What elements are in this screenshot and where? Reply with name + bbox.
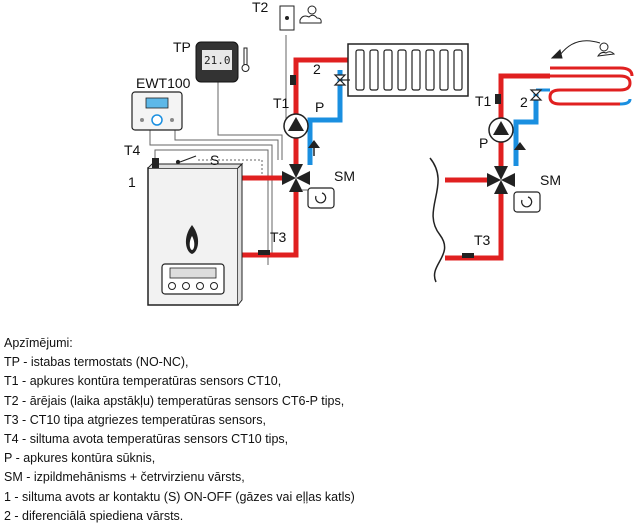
thermostat-display-text: 21.0 [204, 54, 231, 67]
sun-arrow-icon [550, 40, 616, 59]
label-t2: T2 [252, 0, 269, 15]
t1-sensor-right [495, 94, 501, 104]
mixing-valve-left [282, 164, 310, 192]
label-sm-left: SM [334, 168, 355, 184]
boiler [147, 162, 244, 306]
t1-sensor-left [290, 75, 296, 85]
legend-item: T2 - ārējais (laika apstākļu) temperatūr… [4, 393, 345, 408]
label-t1-right: T1 [475, 93, 492, 109]
label-t3-right: T3 [474, 232, 491, 248]
heat-source-boundary-curve [429, 157, 446, 283]
diff-pressure-valve-right [529, 89, 543, 101]
label-t1-left: T1 [273, 95, 290, 111]
pump-right [488, 117, 514, 143]
legend-item: P - apkures kontūra sūknis, [4, 451, 156, 466]
diff-pressure-valve-left [333, 74, 350, 86]
t3-sensor-left [258, 250, 270, 255]
actuator-left [307, 187, 335, 209]
legend-item: T4 - siltuma avota temperatūras sensors … [4, 432, 289, 447]
ewt100-controller [131, 91, 183, 131]
label-v2-right: 2 [520, 94, 528, 110]
radiator [347, 43, 469, 97]
outdoor-sensor-t2 [279, 5, 295, 31]
heating-system-diagram: 21.0 [124, 0, 634, 306]
t4-sensor [152, 158, 159, 168]
right-boiler-return-pipe [445, 194, 504, 261]
legend: Apzīmējumi: TP - istabas termostats (NO-… [4, 334, 636, 526]
legend-item: TP - istabas termostats (NO-NC), [4, 355, 189, 370]
mixing-valve-right [487, 166, 515, 194]
floor-heating-loops [536, 66, 634, 106]
legend-item: 2 - diferenciālā spiediena vārsts. [4, 508, 184, 523]
actuator-right [513, 191, 541, 213]
label-ewt100: EWT100 [136, 75, 191, 91]
label-v2-left: 2 [313, 61, 321, 77]
legend-item: 1 - siltuma avots ar kontaktu (S) ON-OFF… [4, 489, 355, 504]
left-circuit-pipes [240, 57, 348, 258]
label-sm-right: SM [540, 172, 561, 188]
check-valve-arrows-left [308, 140, 320, 156]
right-return-pipe [513, 90, 539, 166]
room-thermostat: 21.0 [195, 41, 250, 83]
legend-title: Apzīmējumi: [4, 336, 73, 350]
label-tp: TP [173, 39, 191, 55]
contact-s [175, 155, 197, 165]
label-p-right: P [479, 135, 488, 151]
pump-left [283, 113, 309, 139]
legend-item: SM - izpildmehānisms + četrvirzienu vārs… [4, 470, 245, 485]
legend-item: T3 - CT10 tipa atgriezes temperatūras se… [4, 412, 266, 427]
label-t4: T4 [124, 142, 141, 158]
label-s: S [210, 152, 219, 168]
check-valve-arrows-right [514, 142, 526, 150]
label-p-left: P [315, 99, 324, 115]
t3-sensor-right [462, 253, 474, 258]
sun-cloud-icon [299, 5, 322, 24]
radiator-return-pipe [307, 95, 343, 165]
label-t3-left: T3 [270, 229, 287, 245]
legend-item: T1 - apkures kontūra temperatūras sensor… [4, 374, 282, 389]
label-one: 1 [128, 174, 136, 190]
